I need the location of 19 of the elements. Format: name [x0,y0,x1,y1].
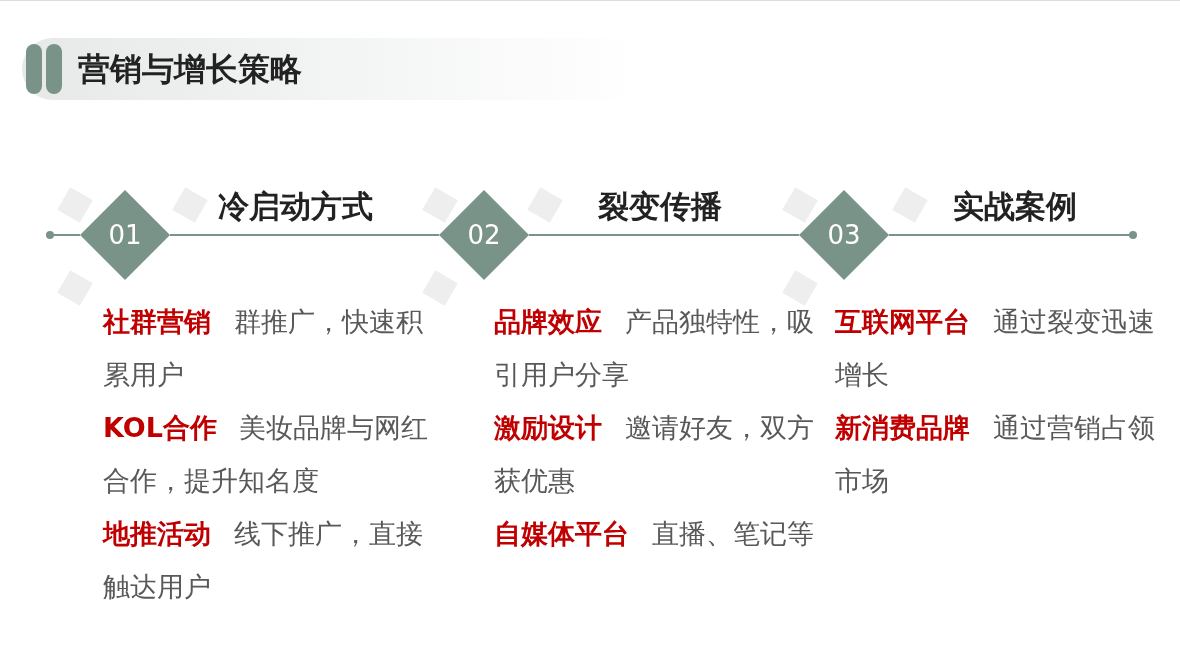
step-number: 01 [108,220,142,250]
description-text: 社群营销 群推广，快速积累用户 [103,305,424,392]
timeline-line [888,231,1137,239]
description-text: 地推活动 线下推广，直接触达用户 [103,517,424,604]
step-heading: 裂变传播 [598,187,722,226]
description-text: 品牌效应 产品独特性，吸引用户分享 [494,305,815,392]
step-number: 03 [827,220,861,250]
step-heading: 冷启动方式 [217,187,373,226]
description-text: 互联网平台 通过裂变迅速增长 [835,305,1156,392]
timeline-line [169,234,440,236]
step-heading: 实战案例 [953,187,1077,226]
timeline-line [528,234,800,236]
description-text: 自媒体平台 直播、笔记等 [494,517,815,551]
step-number: 02 [467,220,501,250]
slide-title: 营销与增长策略 [78,49,302,90]
description-text: KOL合作 美妆品牌与网红合作，提升知名度 [103,411,430,498]
description-text: 新消费品牌 通过营销占领市场 [835,411,1156,498]
description-text: 激励设计 邀请好友，双方获优惠 [494,411,815,498]
timeline-line [46,231,81,239]
